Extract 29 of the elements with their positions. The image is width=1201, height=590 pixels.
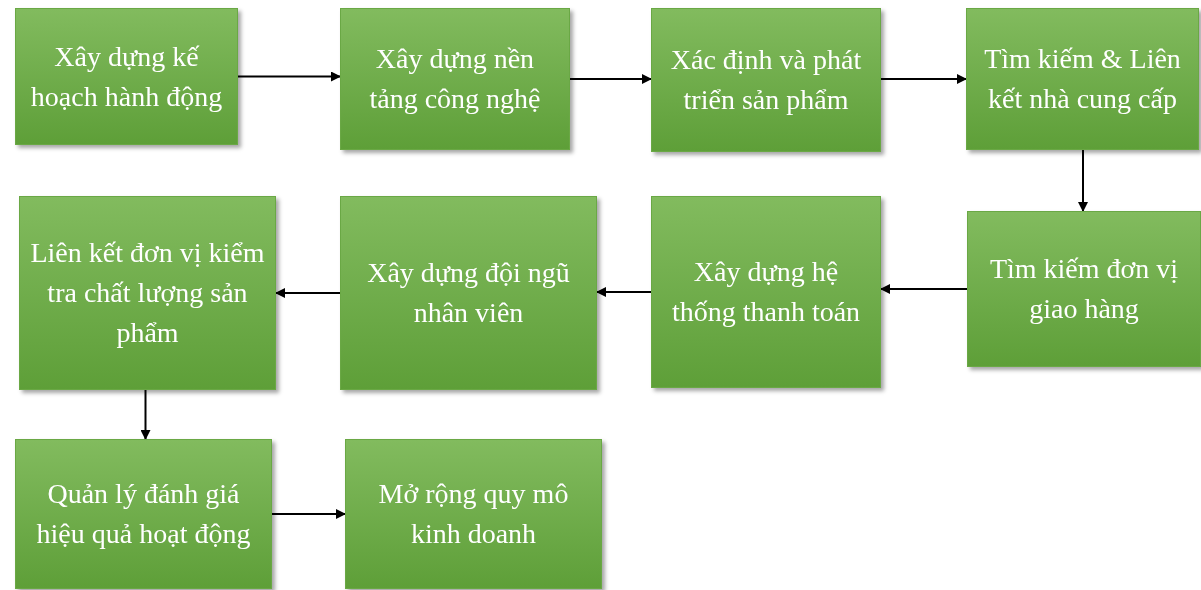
- process-box: [966, 8, 1199, 150]
- arrow: [880, 74, 967, 84]
- arrow: [237, 71, 341, 82]
- process-box: [15, 439, 272, 589]
- box-text: Tìm kiếm & Liên kết nhà cung cấp: [983, 42, 1182, 116]
- box-text: Xây dựng đội ngũ nhân viên: [366, 256, 571, 330]
- process-box: [19, 196, 276, 390]
- box-text: Quản lý đánh giá hiệu quả hoạt động: [35, 477, 252, 551]
- box-text: Mở rộng quy mô kinh doanh: [377, 477, 570, 551]
- arrow: [880, 284, 968, 294]
- arrow: [140, 389, 151, 440]
- arrow: [1078, 149, 1088, 212]
- process-box: [340, 196, 597, 390]
- arrow: [569, 74, 652, 84]
- process-box: [651, 8, 881, 152]
- box-text: Xây dựng nền tảng công nghệ: [368, 42, 542, 116]
- box-text: Xác định và phát triển sản phẩm: [669, 43, 863, 117]
- box-text: Xây dựng kế hoạch hành động: [29, 39, 224, 114]
- arrow: [596, 287, 652, 297]
- arrow: [271, 509, 346, 519]
- box-text: Liên kết đơn vị kiểm tra chất lượng sản phẩm: [29, 236, 266, 350]
- box-text: Tìm kiếm đơn vị giao hàng: [988, 252, 1180, 326]
- process-box: [15, 8, 238, 145]
- process-box: [967, 211, 1201, 367]
- process-box: [340, 8, 570, 150]
- process-box: [651, 196, 881, 388]
- process-box: [345, 439, 602, 589]
- arrow: [275, 288, 341, 298]
- box-text: Xây dựng hệ thống thanh toán: [670, 255, 862, 329]
